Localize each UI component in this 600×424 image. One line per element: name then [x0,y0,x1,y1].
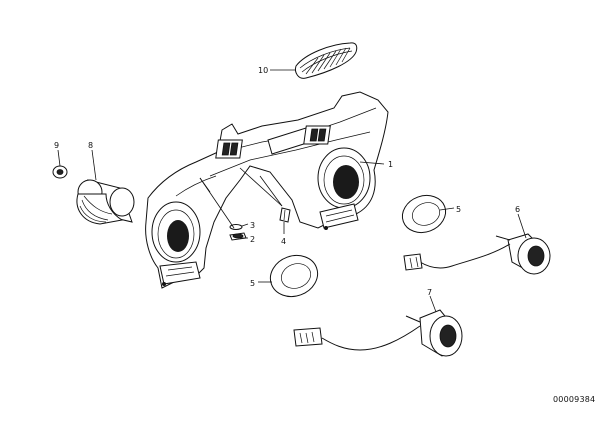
callout-2: 2 [250,235,255,244]
callout-5-lower: 5 [250,279,255,288]
part-1-instrument-housing[interactable] [145,91,389,289]
part-9-cap[interactable] [52,165,68,179]
callout-leaders [57,69,527,313]
callout-10: 10 [258,66,268,75]
part-7-gauge[interactable] [293,309,463,357]
part-5-ring-lower[interactable] [265,249,324,303]
callout-4: 4 [281,237,286,246]
callout-8: 8 [88,141,93,150]
part-5-ring-upper[interactable] [397,190,451,239]
callout-5-upper: 5 [456,205,461,214]
part-6-gauge[interactable] [403,233,551,275]
callout-7: 7 [427,288,432,297]
callout-1: 1 [388,160,393,169]
part-8-sleeve[interactable] [76,179,135,225]
drawing-code: 00009384 [553,395,595,404]
callout-9: 9 [54,141,59,150]
part-10-grille[interactable] [295,42,358,79]
callout-3: 3 [250,221,255,230]
callout-6: 6 [515,205,520,214]
part-4-clip[interactable] [279,207,291,223]
assembly-guide-lines [199,167,283,229]
